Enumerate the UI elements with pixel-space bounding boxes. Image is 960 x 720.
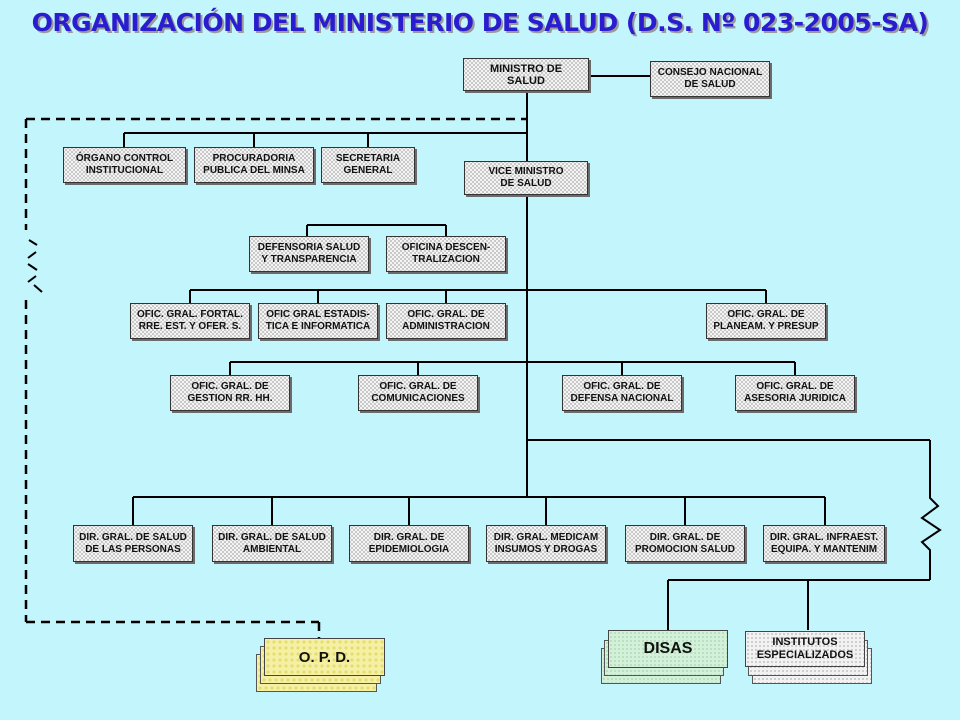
dir-ambiental-box: DIR. GRAL. DE SALUD AMBIENTAL <box>212 525 332 562</box>
gestion-rrhh-box: OFIC. GRAL. DE GESTION RR. HH. <box>170 375 290 411</box>
estadistica-box: OFIC GRAL ESTADIS- TICA E INFORMATICA <box>258 303 378 339</box>
disas-box: DISAS <box>608 630 728 668</box>
dir-infraestructura-box: DIR. GRAL. INFRAEST. EQUIPA. Y MANTENIM <box>763 525 885 562</box>
comunicaciones-box: OFIC. GRAL. DE COMUNICACIONES <box>358 375 478 411</box>
descentralizacion-box: OFICINA DESCEN- TRALIZACION <box>386 236 506 272</box>
dir-personas-box: DIR. GRAL. DE SALUD DE LAS PERSONAS <box>73 525 193 562</box>
organo-control-box: ÓRGANO CONTROL INSTITUCIONAL <box>63 147 186 183</box>
dir-promocion-box: DIR. GRAL. DE PROMOCION SALUD <box>625 525 745 562</box>
secretaria-general-box: SECRETARIA GENERAL <box>321 147 415 183</box>
ministro-box: MINISTRO DE SALUD <box>463 58 589 91</box>
institutos-box: INSTITUTOS ESPECIALIZADOS <box>745 631 865 667</box>
administracion-box: OFIC. GRAL. DE ADMINISTRACION <box>386 303 506 339</box>
fortal-box: OFIC. GRAL. FORTAL. RRE. EST. Y OFER. S. <box>130 303 250 339</box>
asesoria-juridica-box: OFIC. GRAL. DE ASESORIA JURIDICA <box>735 375 855 411</box>
defensa-nacional-box: OFIC. GRAL. DE DEFENSA NACIONAL <box>562 375 682 411</box>
opd-box: O. P. D. <box>264 638 385 676</box>
page-title: ORGANIZACIÓN DEL MINISTERIO DE SALUD (D.… <box>31 8 929 37</box>
dir-epidemiologia-box: DIR. GRAL. DE EPIDEMIOLOGIA <box>349 525 469 562</box>
vice-ministro-box: VICE MINISTRO DE SALUD <box>464 161 588 195</box>
planeamiento-box: OFIC. GRAL. DE PLANEAM. Y PRESUP <box>706 303 826 339</box>
procuraduria-box: PROCURADORIA PUBLICA DEL MINSA <box>194 147 314 183</box>
dir-medicamentos-box: DIR. GRAL. MEDICAM INSUMOS Y DROGAS <box>486 525 606 562</box>
consejo-nacional-box: CONSEJO NACIONAL DE SALUD <box>650 61 770 97</box>
defensoria-box: DEFENSORIA SALUD Y TRANSPARENCIA <box>249 236 369 272</box>
